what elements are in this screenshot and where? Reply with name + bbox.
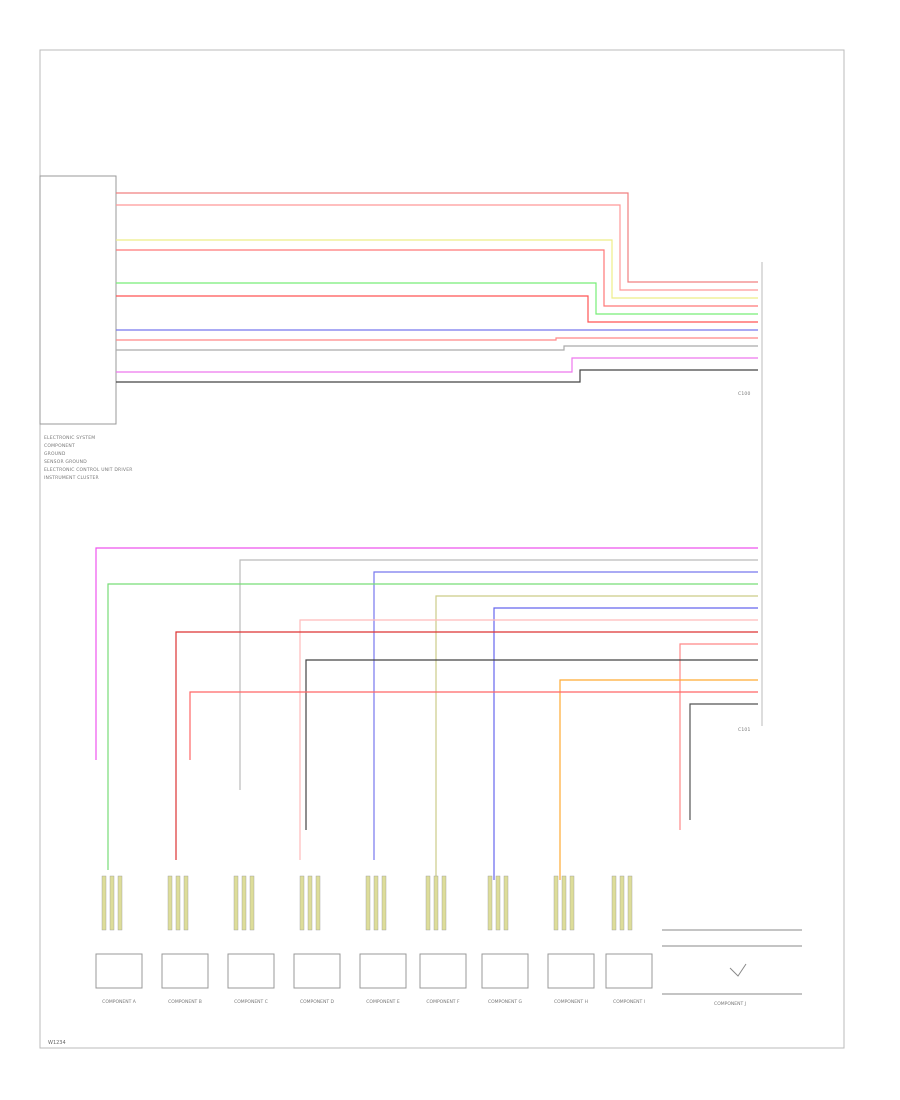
note-line-4: ELECTRONIC CONTROL UNIT DRIVER: [44, 468, 133, 473]
top-wire-1: [116, 204, 758, 291]
top-wire-4: [116, 282, 758, 315]
top-wire-group: [116, 192, 758, 383]
connector-pin-8-1: [619, 875, 625, 931]
component-box-8: [605, 953, 653, 989]
connector-pin-5-2: [441, 875, 447, 931]
bottom-wire-12: [689, 703, 758, 820]
note-line-3: SENSOR GROUND: [44, 460, 87, 465]
connector-pin-6-1: [495, 875, 501, 931]
component-box-0: [95, 953, 143, 989]
top-wire-0: [116, 192, 758, 283]
left-module-box: [39, 175, 117, 425]
connector-pin-2-0: [233, 875, 239, 931]
connector-pin-5-1: [433, 875, 439, 931]
note-line-0: ELECTRONIC SYSTEM: [44, 436, 96, 441]
diagram-frame: [39, 49, 845, 1049]
connector-pin-6-0: [487, 875, 493, 931]
connector-pin-0-1: [109, 875, 115, 931]
connector-pin-6-2: [503, 875, 509, 931]
note-line-1: COMPONENT: [44, 444, 75, 449]
connector-pin-2-2: [249, 875, 255, 931]
top-wire-3: [116, 249, 758, 307]
connector-pin-4-2: [381, 875, 387, 931]
top-wire-7: [116, 337, 758, 341]
bottom-wire-0: [95, 547, 758, 760]
connector-pin-7-0: [553, 875, 559, 931]
bottom-wire-group: [95, 547, 758, 880]
connector-label-top-right: C100: [738, 392, 751, 397]
connector-pin-3-0: [299, 875, 305, 931]
bottom-wire-5: [493, 607, 758, 880]
component-box-5: [419, 953, 467, 989]
top-wire-2: [116, 239, 758, 299]
connector-pin-4-0: [365, 875, 371, 931]
component-box-6: [481, 953, 529, 989]
connector-pin-5-0: [425, 875, 431, 931]
connector-pin-3-1: [307, 875, 313, 931]
note-line-2: GROUND: [44, 452, 66, 457]
component-box-2: [227, 953, 275, 989]
connector-pin-0-2: [117, 875, 123, 931]
note-line-5: INSTRUMENT CLUSTER: [44, 476, 99, 481]
bottom-wire-4: [435, 595, 758, 880]
component-caption-9: COMPONENT J: [714, 1002, 746, 1007]
bottom-wire-7: [175, 631, 758, 860]
bottom-wire-8: [679, 643, 758, 830]
connector-label-mid-right: C101: [738, 728, 751, 733]
component-caption-1: COMPONENT B: [168, 1000, 202, 1005]
bottom-wire-1: [239, 559, 758, 790]
bottom-wire-3: [107, 583, 758, 870]
connector-pin-4-1: [373, 875, 379, 931]
connector-pin-0-0: [101, 875, 107, 931]
component-caption-4: COMPONENT E: [366, 1000, 400, 1005]
component-caption-2: COMPONENT C: [234, 1000, 268, 1005]
component-caption-3: COMPONENT D: [299, 1000, 335, 1005]
connector-pin-1-0: [167, 875, 173, 931]
bottom-wire-10: [559, 679, 758, 880]
connector-pin-3-2: [315, 875, 321, 931]
connector-pin-1-1: [175, 875, 181, 931]
connector-pin-7-2: [569, 875, 575, 931]
component-box-group: [95, 875, 653, 989]
connector-pin-2-1: [241, 875, 247, 931]
connector-pin-8-2: [627, 875, 633, 931]
component-caption-8: COMPONENT I: [613, 1000, 645, 1005]
component-caption-6: COMPONENT G: [487, 1000, 523, 1005]
top-wire-8: [116, 345, 758, 351]
ground-symbol-icon: [729, 963, 747, 977]
bottom-wire-11: [189, 691, 758, 760]
top-wire-5: [116, 295, 758, 323]
component-box-7: [547, 953, 595, 989]
component-box-4: [359, 953, 407, 989]
bottom-wire-2: [373, 571, 758, 860]
component-caption-5: COMPONENT F: [426, 1000, 460, 1005]
component-caption-7: COMPONENT H: [554, 1000, 588, 1005]
bottom-wire-9: [305, 659, 758, 830]
connector-pin-7-1: [561, 875, 567, 931]
top-wire-10: [116, 369, 758, 383]
connector-pin-1-2: [183, 875, 189, 931]
component-caption-0: COMPONENT A: [102, 1000, 136, 1005]
top-wire-9: [116, 357, 758, 373]
connector-pin-8-0: [611, 875, 617, 931]
component-box-3: [293, 953, 341, 989]
bottom-wire-6: [299, 619, 758, 860]
component-box-1: [161, 953, 209, 989]
page-id: W1234: [48, 1040, 66, 1046]
